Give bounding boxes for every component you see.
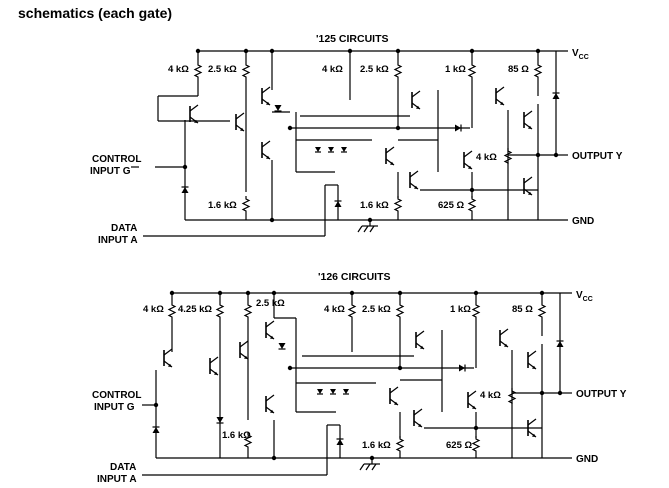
transistor-icon — [413, 408, 423, 428]
schottky-icon — [327, 146, 335, 153]
circuit-126: '126 CIRCUITS — [92, 271, 627, 485]
ground-icon — [357, 220, 378, 233]
transistor-icon — [495, 86, 505, 106]
transistor-icon — [163, 348, 173, 368]
transistor-icon — [261, 140, 271, 160]
transistor-icon — [523, 110, 533, 130]
transistor-icon — [409, 170, 419, 190]
control-label: INPUT G — [90, 166, 131, 177]
transistor-icon — [385, 146, 395, 166]
diode-icon — [151, 426, 161, 434]
resistor-icon — [534, 51, 542, 96]
vcc-label: VCC — [572, 48, 589, 61]
transistor-icon — [265, 394, 275, 414]
transistor-icon — [209, 356, 219, 376]
transistor-icon — [411, 90, 421, 110]
resistor-label: 4 kΩ — [476, 152, 497, 163]
transistor-icon — [261, 86, 271, 106]
circuit-126-title: '126 CIRCUITS — [318, 271, 391, 283]
resistor-label: 4 kΩ — [168, 64, 189, 75]
transistor-icon — [389, 386, 399, 406]
resistor-icon — [348, 293, 356, 352]
diode-icon — [277, 342, 287, 350]
resistor-icon — [468, 51, 476, 128]
resistor-label: 2.5 kΩ — [360, 64, 389, 75]
diode-icon — [273, 104, 283, 112]
resistor-label: 1 kΩ — [445, 64, 466, 75]
control-label: CONTROL — [92, 390, 141, 401]
transistor-icon — [523, 176, 533, 196]
data-label: INPUT A — [98, 235, 138, 246]
resistor-icon — [472, 435, 480, 453]
circuit-125: '125 CIRCUITS — [90, 33, 623, 246]
output-label: OUTPUT Y — [576, 389, 627, 400]
transistor-icon — [189, 104, 199, 124]
output-label: OUTPUT Y — [572, 151, 623, 162]
resistor-icon — [538, 293, 546, 336]
resistor-label: 1 kΩ — [450, 304, 471, 315]
diode-icon — [551, 92, 561, 100]
resistor-label: 2.5 kΩ — [208, 64, 237, 75]
resistor-icon — [216, 293, 224, 340]
data-label: INPUT A — [97, 474, 137, 485]
schottky-icon — [329, 388, 337, 395]
gnd-label: GND — [576, 454, 598, 465]
transistor-icon — [235, 112, 245, 132]
transistor-icon — [527, 350, 537, 370]
resistor-icon — [157, 51, 230, 122]
resistor-label: 2.5 kΩ — [256, 298, 285, 309]
resistor-label: 4 kΩ — [322, 64, 343, 75]
resistor-label: 1.6 kΩ — [208, 200, 237, 211]
circuit-125-title: '125 CIRCUITS — [316, 33, 389, 45]
resistor-icon — [472, 293, 480, 368]
resistor-label: 1.6 kΩ — [222, 430, 251, 441]
transistor-icon — [265, 320, 275, 340]
resistor-icon — [242, 51, 250, 100]
resistor-label: 1.6 kΩ — [362, 440, 391, 451]
resistor-icon — [396, 293, 404, 368]
resistor-label: 85 Ω — [512, 304, 533, 315]
resistor-label: 4.25 kΩ — [178, 304, 212, 315]
schottky-icon — [316, 388, 324, 395]
resistor-label: 4 kΩ — [143, 304, 164, 315]
transistor-icon — [463, 150, 473, 170]
transistor-icon — [499, 328, 509, 348]
diode-icon — [180, 186, 190, 194]
resistor-icon — [468, 195, 476, 213]
resistor-icon — [394, 195, 402, 213]
data-label: DATA — [110, 462, 136, 473]
resistor-icon — [242, 195, 250, 213]
page-title: schematics (each gate) — [18, 5, 173, 21]
diode-icon — [555, 340, 565, 348]
schottky-icon — [314, 146, 322, 153]
resistor-label: 4 kΩ — [480, 390, 501, 401]
diode-icon — [215, 416, 225, 424]
resistor-label: 1.6 kΩ — [360, 200, 389, 211]
transistor-icon — [467, 390, 477, 410]
resistor-label: 2.5 kΩ — [362, 304, 391, 315]
schottky-icon — [340, 146, 348, 153]
resistor-label: 85 Ω — [508, 64, 529, 75]
control-label: CONTROL — [92, 154, 141, 165]
data-label: DATA — [111, 223, 137, 234]
resistor-label: 625 Ω — [446, 440, 472, 451]
schottky-icon — [342, 388, 350, 395]
transistor-icon — [239, 340, 249, 360]
transistor-icon — [415, 330, 425, 350]
control-label: INPUT G — [94, 402, 135, 413]
resistor-label: 625 Ω — [438, 200, 464, 211]
resistor-icon — [244, 293, 252, 334]
ground-icon — [359, 458, 380, 471]
diode-icon — [454, 123, 462, 133]
vcc-label: VCC — [576, 290, 593, 303]
resistor-icon — [396, 435, 404, 453]
gnd-label: GND — [572, 216, 594, 227]
resistor-label: 4 kΩ — [324, 304, 345, 315]
diode-icon — [458, 363, 466, 373]
resistor-icon — [168, 293, 176, 352]
